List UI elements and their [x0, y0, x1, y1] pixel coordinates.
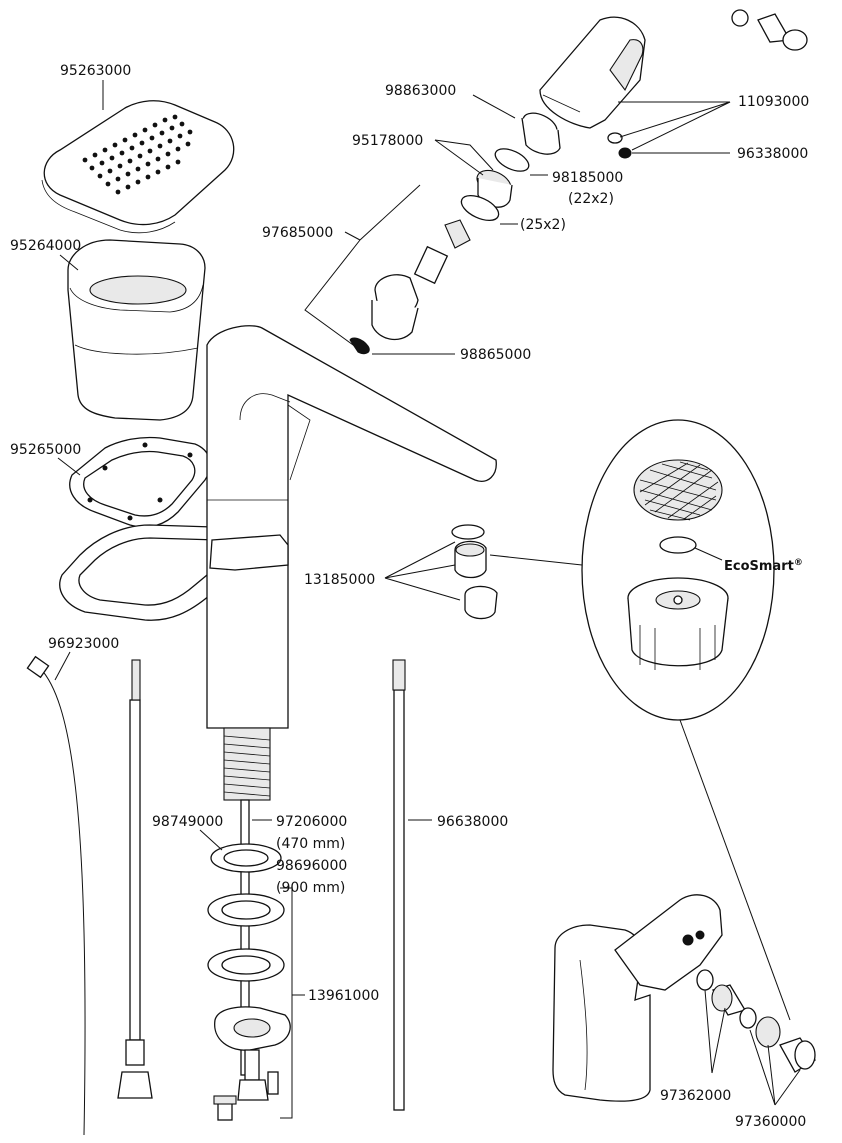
faucet-detail-view — [552, 894, 723, 1102]
tumbler-cup — [67, 239, 206, 421]
label-98696000-length: (900 mm) — [276, 880, 345, 896]
label-96638000: 96638000 — [437, 814, 508, 830]
label-95265000: 95265000 — [10, 442, 81, 458]
label-11093000: 11093000 — [738, 94, 809, 110]
label-98863000: 98863000 — [385, 83, 456, 99]
fixing-screw — [213, 1095, 237, 1121]
label-97206000: 97206000 — [276, 814, 347, 830]
pull-rod-96923000 — [26, 655, 86, 1136]
label-98185000: 98185000 — [552, 170, 623, 186]
ecosmart-detail-callout — [581, 419, 775, 721]
handle-adapter-top — [731, 9, 808, 51]
aerator-housing — [627, 577, 729, 670]
part-labels: 95263000 95264000 95265000 96923000 9886… — [10, 63, 809, 1130]
label-97685000: 97685000 — [262, 225, 333, 241]
aerator-parts-97362000 — [696, 969, 746, 1016]
label-97360000: 97360000 — [735, 1114, 806, 1130]
threaded-shank — [223, 727, 271, 801]
label-98696000: 98696000 — [276, 858, 347, 874]
label-97362000: 97362000 — [660, 1088, 731, 1104]
cartridge-seal-98865000 — [349, 337, 370, 355]
supply-hose-right-96638000 — [392, 659, 406, 1111]
o-ring-22x2 — [494, 148, 530, 172]
label-98749000: 98749000 — [152, 814, 223, 830]
label-13961000: 13961000 — [308, 988, 379, 1004]
ecosmart-label: EcoSmart® — [724, 558, 803, 574]
label-25x2: (25x2) — [520, 217, 566, 233]
faucet-body — [206, 325, 497, 729]
label-95263000: 95263000 — [60, 63, 131, 79]
leader-lines — [54, 80, 801, 1119]
handle-lever-11093000 — [539, 16, 646, 129]
aerator-13185000 — [451, 524, 498, 620]
label-98865000: 98865000 — [460, 347, 531, 363]
label-96338000: 96338000 — [737, 146, 808, 162]
label-13185000: 13185000 — [304, 572, 375, 588]
soap-dish-lid — [41, 100, 235, 234]
mounting-washers — [207, 843, 285, 982]
label-95178000: 95178000 — [352, 133, 423, 149]
label-96923000: 96923000 — [48, 636, 119, 652]
label-97206000-length: (470 mm) — [276, 836, 345, 852]
o-ring-25x2 — [460, 194, 500, 222]
soap-dish-lid-holes — [82, 114, 193, 195]
aerator-parts-97360000 — [739, 1007, 816, 1073]
handle-set-screw — [607, 132, 632, 159]
cap-ring-98863000 — [521, 112, 561, 155]
label-95264000: 95264000 — [10, 238, 81, 254]
supply-hose-left — [117, 659, 153, 1099]
cup-holder-gasket — [69, 436, 211, 528]
label-98185000-size: (22x2) — [568, 191, 614, 207]
aerator-mesh-screen — [633, 459, 723, 521]
cartridge-97685000 — [371, 219, 471, 341]
mounting-bracket — [214, 1006, 291, 1101]
